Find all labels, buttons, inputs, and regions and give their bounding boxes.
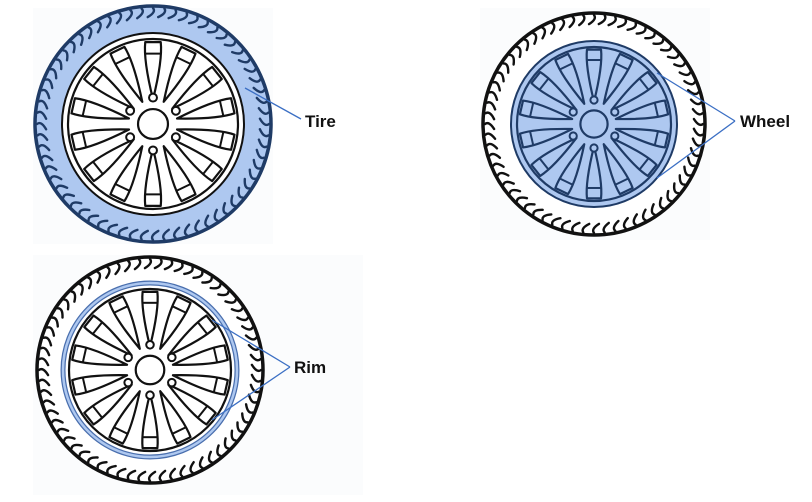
tire-leader-line — [244, 87, 302, 120]
rim-leader-line — [211, 366, 291, 421]
wheel-wheel-illustration — [481, 11, 707, 237]
tire-label: Tire — [305, 112, 336, 131]
wheel-leader-line — [656, 120, 736, 179]
wheel-leader-line — [656, 72, 736, 122]
wheel-label: Wheel — [740, 112, 791, 131]
rim-label: Rim — [294, 358, 327, 377]
tire-wheel-illustration — [33, 4, 273, 244]
rim-wheel-illustration — [35, 255, 265, 485]
rim-leader-line — [211, 319, 291, 368]
